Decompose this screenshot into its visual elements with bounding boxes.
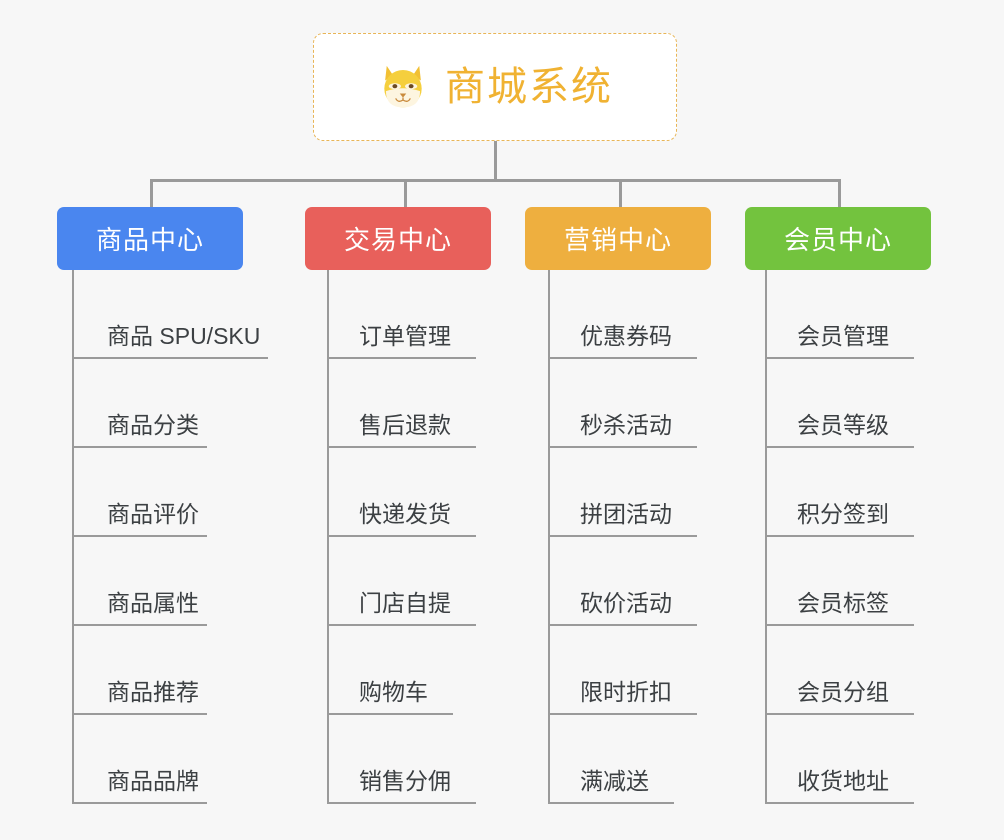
leaf-item[interactable]: 积分签到 bbox=[745, 448, 931, 537]
leaf-item[interactable]: 满减送 bbox=[525, 715, 711, 804]
leaf-item-label: 会员标签 bbox=[765, 592, 914, 626]
leaf-item[interactable]: 门店自提 bbox=[305, 537, 491, 626]
leaf-list-product: 商品 SPU/SKU 商品分类 商品评价 商品属性 商品推荐 商品品牌 bbox=[57, 270, 269, 804]
branch-header-marketing[interactable]: 营销中心 bbox=[525, 207, 711, 270]
leaf-item[interactable]: 商品分类 bbox=[57, 359, 268, 448]
leaf-item[interactable]: 秒杀活动 bbox=[525, 359, 711, 448]
leaf-item-label: 门店自提 bbox=[327, 592, 476, 626]
leaf-list-member: 会员管理 会员等级 积分签到 会员标签 会员分组 收货地址 bbox=[745, 270, 931, 804]
leaf-item-label: 商品评价 bbox=[72, 503, 207, 537]
root-title: 商城系统 bbox=[445, 65, 613, 109]
branch-header-label: 商品中心 bbox=[95, 225, 204, 255]
leaf-item-label: 订单管理 bbox=[327, 325, 476, 359]
leaf-item[interactable]: 会员标签 bbox=[745, 537, 931, 626]
branch-column-trade: 交易中心 订单管理 售后退款 快递发货 门店自提 购物车 销售分佣 bbox=[305, 207, 491, 804]
connector-drop-4 bbox=[838, 179, 841, 207]
leaf-item-label: 拼团活动 bbox=[548, 503, 697, 537]
leaf-item[interactable]: 订单管理 bbox=[305, 270, 491, 359]
connector-drop-3 bbox=[619, 179, 622, 207]
connector-root-stem bbox=[494, 141, 497, 181]
leaf-item[interactable]: 销售分佣 bbox=[305, 715, 491, 804]
branch-header-product[interactable]: 商品中心 bbox=[57, 207, 243, 270]
leaf-item-label: 商品推荐 bbox=[72, 681, 207, 715]
leaf-item-label: 秒杀活动 bbox=[548, 414, 697, 448]
leaf-item-label: 快递发货 bbox=[327, 503, 476, 537]
connector-spine-3 bbox=[548, 270, 550, 804]
leaf-item-label: 商品属性 bbox=[72, 592, 207, 626]
leaf-item[interactable]: 购物车 bbox=[305, 626, 491, 715]
branch-header-label: 交易中心 bbox=[343, 225, 452, 255]
leaf-item-label: 商品品牌 bbox=[72, 770, 207, 804]
leaf-item[interactable]: 商品品牌 bbox=[57, 715, 268, 804]
leaf-item-label: 销售分佣 bbox=[327, 770, 476, 804]
leaf-list-trade: 订单管理 售后退款 快递发货 门店自提 购物车 销售分佣 bbox=[305, 270, 491, 804]
leaf-item[interactable]: 会员管理 bbox=[745, 270, 931, 359]
leaf-item-label: 限时折扣 bbox=[548, 681, 697, 715]
root-node[interactable]: 商城系统 bbox=[313, 33, 677, 141]
leaf-item[interactable]: 限时折扣 bbox=[525, 626, 711, 715]
leaf-item[interactable]: 商品推荐 bbox=[57, 626, 268, 715]
leaf-item-label: 商品 SPU/SKU bbox=[72, 325, 269, 359]
leaf-item[interactable]: 商品 SPU/SKU bbox=[57, 270, 269, 359]
leaf-item-label: 商品分类 bbox=[72, 414, 207, 448]
leaf-item[interactable]: 会员分组 bbox=[745, 626, 931, 715]
leaf-item[interactable]: 售后退款 bbox=[305, 359, 491, 448]
leaf-item[interactable]: 商品属性 bbox=[57, 537, 268, 626]
connector-drop-1 bbox=[150, 179, 153, 207]
root-node-content: 商城系统 bbox=[377, 61, 613, 113]
connector-spine-2 bbox=[327, 270, 329, 804]
branch-header-label: 营销中心 bbox=[563, 225, 672, 255]
leaf-item[interactable]: 收货地址 bbox=[745, 715, 931, 804]
shiba-dog-icon bbox=[384, 65, 422, 109]
branch-header-label: 会员中心 bbox=[783, 225, 892, 255]
connector-drop-2 bbox=[404, 179, 407, 207]
leaf-item-label: 会员管理 bbox=[765, 325, 914, 359]
leaf-item-label: 优惠券码 bbox=[548, 325, 697, 359]
leaf-item-label: 满减送 bbox=[548, 770, 674, 804]
leaf-item-label: 收货地址 bbox=[765, 770, 914, 804]
leaf-item[interactable]: 快递发货 bbox=[305, 448, 491, 537]
leaf-item-label: 砍价活动 bbox=[548, 592, 697, 626]
leaf-item-label: 积分签到 bbox=[765, 503, 914, 537]
leaf-item-label: 会员分组 bbox=[765, 681, 914, 715]
leaf-item[interactable]: 商品评价 bbox=[57, 448, 268, 537]
leaf-list-marketing: 优惠券码 秒杀活动 拼团活动 砍价活动 限时折扣 满减送 bbox=[525, 270, 711, 804]
branch-column-product: 商品中心 商品 SPU/SKU 商品分类 商品评价 商品属性 商品推荐 商品品牌 bbox=[57, 207, 269, 804]
branch-header-member[interactable]: 会员中心 bbox=[745, 207, 931, 270]
leaf-item[interactable]: 优惠券码 bbox=[525, 270, 711, 359]
branch-column-marketing: 营销中心 优惠券码 秒杀活动 拼团活动 砍价活动 限时折扣 满减送 bbox=[525, 207, 711, 804]
leaf-item[interactable]: 拼团活动 bbox=[525, 448, 711, 537]
leaf-item[interactable]: 砍价活动 bbox=[525, 537, 711, 626]
leaf-item-label: 购物车 bbox=[327, 681, 453, 715]
connector-spine-1 bbox=[72, 270, 74, 804]
branch-header-trade[interactable]: 交易中心 bbox=[305, 207, 491, 270]
connector-spine-4 bbox=[765, 270, 767, 804]
connector-horizontal-bus bbox=[150, 179, 840, 182]
leaf-item-label: 会员等级 bbox=[765, 414, 914, 448]
leaf-item[interactable]: 会员等级 bbox=[745, 359, 931, 448]
leaf-item-label: 售后退款 bbox=[327, 414, 476, 448]
branch-column-member: 会员中心 会员管理 会员等级 积分签到 会员标签 会员分组 收货地址 bbox=[745, 207, 931, 804]
